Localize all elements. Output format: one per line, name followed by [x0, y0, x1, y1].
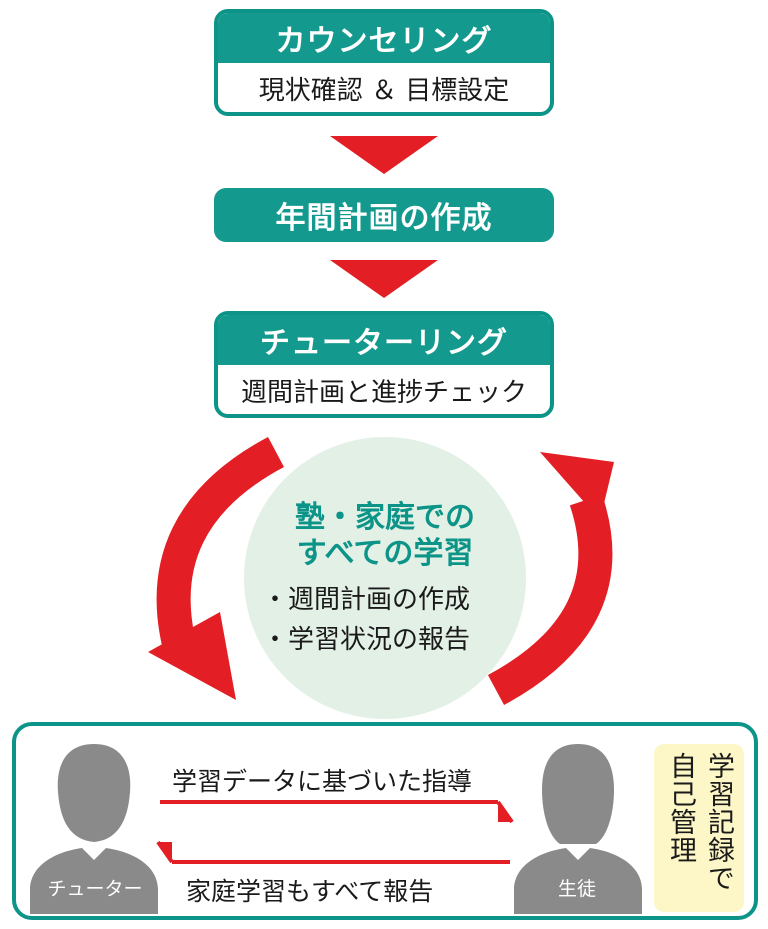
- center-item-study-report: ・学習状況の報告: [262, 625, 471, 655]
- cycle-arrow-left: [156, 436, 285, 653]
- self-management-note: [654, 744, 744, 912]
- tutor-label: チューター: [47, 878, 143, 900]
- cycle-arrow-right-head: [540, 452, 614, 520]
- cycle-arrow-left-head: [148, 612, 236, 700]
- tutor-silhouette-icon: [30, 744, 158, 914]
- center-item-weekly-plan: ・週間計画の作成: [262, 585, 471, 615]
- student-silhouette-icon: [514, 744, 642, 914]
- tutoring-subtitle: 週間計画と進捗チェック: [240, 377, 527, 408]
- center-title-line1: 塾・家庭での: [295, 500, 475, 535]
- bottom-caption: 家庭学習もすべて報告: [186, 877, 434, 906]
- down-arrow-2: [330, 260, 438, 298]
- tutoring-title: チューターリング: [218, 315, 550, 365]
- note-column-1: 学習記録で: [703, 752, 734, 892]
- note-column-2: 自己管理: [665, 752, 696, 864]
- annual-plan-box: 年間計画の作成: [214, 188, 554, 242]
- counseling-box: カウンセリング 現状確認 ＆ 目標設定: [214, 9, 554, 116]
- cycle-arrow-right: [487, 494, 613, 705]
- counseling-subtitle: 現状確認 ＆ 目標設定: [258, 75, 510, 106]
- down-arrow-1: [330, 136, 438, 174]
- top-caption: 学習データに基づいた指導: [172, 767, 473, 796]
- tutoring-box: チューターリング 週間計画と進捗チェック: [214, 311, 554, 418]
- student-label: 生徒: [557, 878, 596, 900]
- counseling-title: カウンセリング: [218, 13, 550, 63]
- center-title-line2: すべての学習: [296, 536, 474, 571]
- center-circle: [244, 437, 526, 719]
